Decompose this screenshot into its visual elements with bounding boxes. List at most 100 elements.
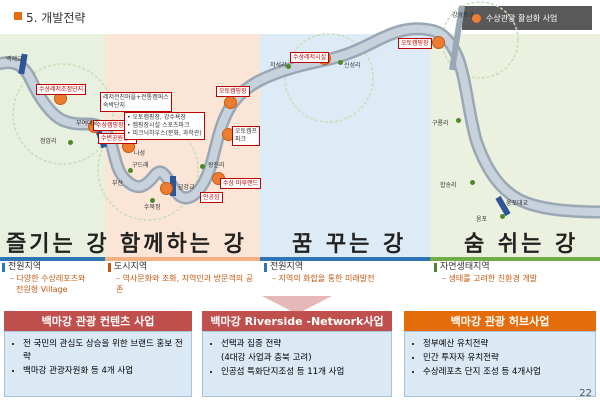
region-3: 전원지역 – 지역의 화합을 통한 미래발전 [264, 262, 430, 296]
list-line: • 오토캠핑장, 강수욕장 [127, 114, 186, 121]
place-label: 웅포 [476, 216, 488, 223]
place-label: 저석리 [270, 62, 287, 69]
project-tag-1: 수상레저조정단지 [36, 84, 87, 95]
list-line: • 캠핑장시설 스포츠파크 [127, 122, 190, 129]
place-label: 신성리 [344, 62, 361, 69]
orange-dot-icon [472, 13, 481, 23]
legend-label: 수상관광 활성화 사업 [486, 13, 558, 23]
region-swatch [2, 263, 5, 272]
region-name: 도시지역 [114, 262, 148, 272]
list-line: 레저전진마을+전통캠퍼스 [103, 94, 169, 101]
place-label: 금강교 [178, 184, 195, 191]
place-label: 웅포대교 [506, 200, 529, 207]
place-label: 합송리 [440, 182, 457, 189]
down-arrow-icon [262, 296, 332, 314]
place-label: 구룡리 [432, 120, 449, 127]
panel-title-3: 백마강 관광 허브사업 [404, 311, 596, 331]
panel-item: 수상레포츠 단지 조성 등 4개사업 [423, 366, 589, 379]
panel-list: 전 국민의 관심도 상승을 위한 브랜드 홍보 전략 백마강 관광자원화 등 4… [11, 338, 185, 378]
panel-item: 선택과 집중 전략 [221, 338, 385, 351]
project-tag-8: 오토캠핑장 [398, 38, 432, 49]
region-desc-text: 역사문화와 조화, 지역민과 방문객의 공존 [116, 274, 254, 294]
project-tag-5: 인공섬 [200, 192, 223, 203]
place-label: 구드래 [132, 162, 149, 169]
title-bullet-icon [14, 12, 22, 20]
project-tag-7: 수상레저시설 [290, 52, 330, 63]
list-line: 파크 [235, 136, 247, 143]
place-dot-4 [200, 164, 205, 169]
panel-1: 전 국민의 관심도 상승을 위한 브랜드 홍보 전략 백마강 관광자원화 등 4… [4, 331, 192, 397]
region-desc-text: 생태를 고려한 친환경 개발 [448, 274, 538, 283]
region-desc: – 생태를 고려한 친환경 개발 [442, 274, 538, 283]
place-label: 백제교 [6, 56, 23, 63]
region-4: 자연생태지역 – 생태를 고려한 친환경 개발 [434, 262, 598, 296]
zone-label-1: 즐기는 강 [6, 231, 110, 257]
zone-bar-4 [430, 257, 600, 261]
zone-label-4: 숨 쉬는 강 [464, 231, 579, 257]
zone-circle-1 [12, 63, 114, 165]
place-dot-6 [338, 60, 343, 65]
region-name: 전원지역 [270, 262, 304, 272]
legend: 수상관광 활성화 사업 [462, 6, 592, 30]
place-dot-5 [286, 64, 291, 69]
project-dot-7 [224, 96, 237, 109]
page-number: 22 [579, 388, 592, 399]
region-swatch [108, 263, 111, 272]
panel-2: 선택과 집중 전략 (4대강 사업과 충북 고려) 인공섬 특화단지조성 등 1… [202, 331, 392, 397]
panel-list: 선택과 집중 전략 (4대강 사업과 충북 고려) 인공섬 특화단지조성 등 1… [209, 338, 385, 379]
page-title: 5. 개발전략 [26, 11, 86, 25]
bridge-icon-3 [170, 176, 176, 196]
zone-bar-3 [260, 257, 430, 261]
zone-bar-1 [0, 257, 105, 261]
place-label: 수북정 [144, 204, 161, 211]
list-line: • 피크닉하우스(문화, 과학관) [127, 130, 202, 137]
region-desc: – 지역의 화합을 통한 미래발전 [272, 274, 375, 283]
list-line: 숙박단지 [103, 102, 126, 109]
project-list-3: 오토캠프 파크 [232, 126, 261, 146]
region-desc-text: 다양한 수상레포츠와 [16, 274, 86, 283]
region-name: 자연생태지역 [440, 262, 490, 272]
panel-title-2: 백마강 Riverside -Network사업 [202, 311, 392, 331]
zone-circle-4 [441, 1, 519, 79]
panel-title-1: 백마강 관광 컨텐츠 사업 [4, 311, 192, 331]
panel-item: 백마강 관광자원화 등 4개 사업 [23, 365, 185, 378]
place-dot-7 [456, 118, 461, 123]
place-dot-2 [128, 168, 133, 173]
place-dot-1 [68, 140, 73, 145]
region-head: 전원지역 [264, 262, 430, 273]
project-list-2: • 오토캠핑장, 강수욕장 • 캠핑장시설 스포츠파크 • 피크닉하우스(문화,… [124, 112, 205, 140]
zone-bar-2 [105, 257, 260, 261]
project-tag-4: 수상 마루랜드 [220, 178, 262, 189]
panel-item: 민간 투자자 유치전략 [423, 352, 589, 365]
project-tag-6: 오토캠핑장 [216, 86, 250, 97]
project-dot-9 [432, 36, 445, 49]
region-desc: 전원형 Village [16, 285, 68, 294]
panel-item: 인공섬 특화단지조성 등 11개 사업 [221, 366, 385, 379]
place-label: 왕진리 [208, 162, 225, 169]
zone-circle-3 [284, 33, 374, 123]
zone-label-3: 꿈 꾸는 강 [292, 231, 407, 257]
list-line: 오토캠프 [235, 128, 258, 135]
place-label: 부여대교 [76, 120, 99, 127]
place-label: 정암리 [40, 138, 57, 145]
place-label: 부산 [112, 180, 124, 187]
project-list-1: 레저전진마을+전통캠퍼스 숙박단지 [100, 92, 172, 112]
place-label: 나성 [134, 150, 146, 157]
region-desc-text: 지역의 화합을 통한 미래발전 [278, 274, 375, 283]
panel-item: 전 국민의 관심도 상승을 위한 브랜드 홍보 전략 [23, 338, 185, 364]
region-head: 전원지역 [2, 262, 105, 273]
place-label: 강경포구 [452, 12, 475, 19]
region-1: 전원지역 – 다양한 수상레포츠와 전원형 Village [2, 262, 105, 296]
region-name: 전원지역 [8, 262, 42, 272]
project-dot-4 [160, 182, 173, 195]
tributary [449, 5, 465, 71]
zone-label-2: 함께하는 강 [120, 231, 247, 257]
region-desc: – 역사문화와 조화, 지역민과 방문객의 공존 [116, 274, 254, 294]
region-head: 자연생태지역 [434, 262, 598, 273]
panel-item: (4대강 사업과 충북 고려) [221, 353, 312, 363]
panel-list: 정부예산 유치전략 민간 투자자 유치전략 수상레포츠 단지 조성 등 4개사업 [411, 338, 589, 379]
place-dot-9 [500, 214, 505, 219]
region-head: 도시지역 [108, 262, 260, 273]
panel-3: 정부예산 유치전략 민간 투자자 유치전략 수상레포츠 단지 조성 등 4개사업 [404, 331, 596, 397]
region-swatch [434, 263, 437, 272]
